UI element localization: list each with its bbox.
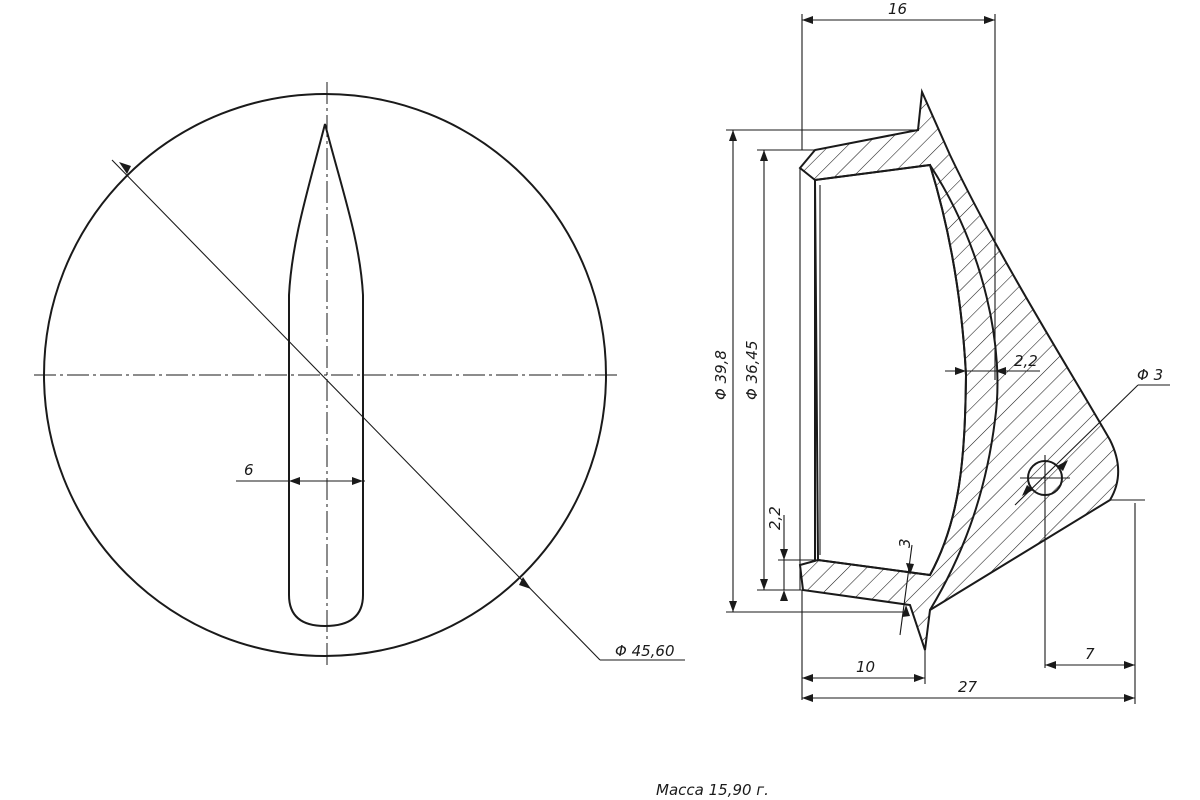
front-view: 6 Φ 45,60 (34, 82, 685, 666)
outer-diameter-dimension: Φ 45,60 (111, 159, 685, 661)
top-width-dimension: 16 (802, 0, 995, 24)
total-length-label: 27 (958, 678, 978, 696)
outer-section-diameter-dimension: Φ 39,8 (712, 129, 918, 613)
inner-cavity-outline (813, 163, 968, 577)
left-wall-dimension: 2,2 (766, 506, 818, 601)
hole-offset-dimension: 7 (1045, 645, 1135, 669)
slot-width-label: 6 (244, 461, 254, 479)
pointer-slot-outline (288, 123, 364, 628)
outer-section-diameter-label: Φ 39,8 (712, 350, 730, 400)
mass-label: Масса 15,90 г. (656, 781, 769, 799)
total-length-dimension: 27 (802, 499, 1145, 704)
right-wall-label: 2,2 (1014, 352, 1038, 370)
slot-width-dimension: 6 (236, 461, 365, 485)
thickness-label: 3 (896, 538, 914, 548)
section-view: 16 Φ 39,8 Φ 36,45 (712, 0, 1170, 704)
inner-section-diameter-label: Φ 36,45 (743, 340, 761, 400)
left-wall-label: 2,2 (766, 506, 784, 530)
hole-feature: Φ 3 (1014, 366, 1170, 668)
depth-label: 10 (856, 658, 875, 676)
hole-offset-label: 7 (1085, 645, 1095, 663)
top-width-label: 16 (888, 0, 907, 18)
hole-diameter-label: Φ 3 (1137, 366, 1163, 384)
right-wall-dimension: 2,2 (945, 352, 1040, 375)
inner-section-diameter-dimension: Φ 36,45 (743, 149, 815, 591)
thickness-dimension: 3 (896, 538, 914, 636)
outer-diameter-label: Φ 45,60 (615, 642, 675, 660)
depth-dimension: 10 (801, 590, 926, 700)
